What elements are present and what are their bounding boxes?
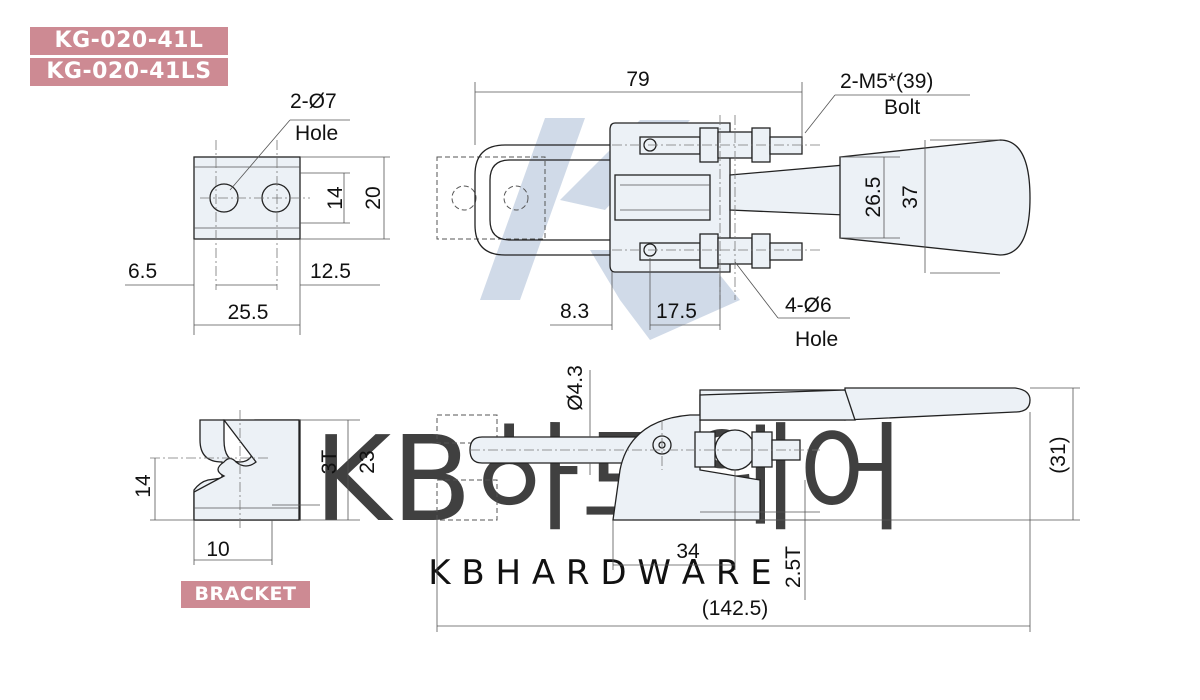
- dim-14-top: 14: [324, 186, 347, 210]
- dim-10: 10: [206, 538, 229, 561]
- dim-hole-word-2: Hole: [795, 328, 838, 351]
- dim-hole-word: Hole: [295, 122, 338, 145]
- latch-plan-view: [436, 82, 1031, 330]
- dim-20-top: 20: [362, 186, 385, 209]
- dim-hole-4-6: 4-Ø6: [785, 294, 832, 317]
- dim-12-5: 12.5: [310, 260, 351, 283]
- dim-34: 34: [676, 540, 700, 563]
- dim-25-5: 25.5: [228, 301, 269, 324]
- bracket-side-view: [150, 410, 360, 565]
- dim-142-5: (142.5): [702, 597, 769, 620]
- dim-6-5: 6.5: [128, 260, 157, 283]
- base-plate-dims: 2-Ø7 Hole 14 20 6.5 12.5 25.5: [128, 90, 385, 324]
- dim-8-3: 8.3: [560, 300, 589, 323]
- dim-2-5t: 2.5T: [782, 546, 805, 588]
- bracket-dims: 14 3T 23 10: [132, 450, 379, 561]
- dim-17-5: 17.5: [656, 300, 697, 323]
- dim-26-5: 26.5: [862, 177, 885, 218]
- dim-37: 37: [899, 185, 922, 208]
- dim-14-bracket: 14: [132, 474, 155, 498]
- model-tag-1: KG-020-41L: [30, 27, 228, 55]
- dim-hole-2-7: 2-Ø7: [290, 90, 337, 113]
- latch-front-view: [436, 370, 1080, 632]
- bracket-tag: BRACKET: [181, 581, 310, 608]
- front-view-dims: Ø4.3 (31) 34 2.5T (142.5): [564, 365, 1070, 620]
- dim-3t: 3T: [318, 450, 341, 475]
- base-plate-top-view: [125, 119, 390, 335]
- watermark-main: KB하드웨어: [314, 410, 907, 548]
- dim-d4-3: Ø4.3: [564, 365, 587, 411]
- dim-bolt: 2-M5*(39): [840, 70, 933, 93]
- dim-bolt-word: Bolt: [884, 96, 920, 119]
- dim-31: (31): [1047, 436, 1070, 473]
- dim-79: 79: [626, 68, 649, 91]
- plan-view-dims: 79 2-M5*(39) Bolt 26.5 37 8.3 17.5 4-Ø6 …: [560, 68, 933, 351]
- watermark-sub: K B H A R D W A R E: [428, 553, 772, 593]
- dim-23: 23: [356, 450, 379, 473]
- model-tag-2: KG-020-41LS: [30, 58, 228, 86]
